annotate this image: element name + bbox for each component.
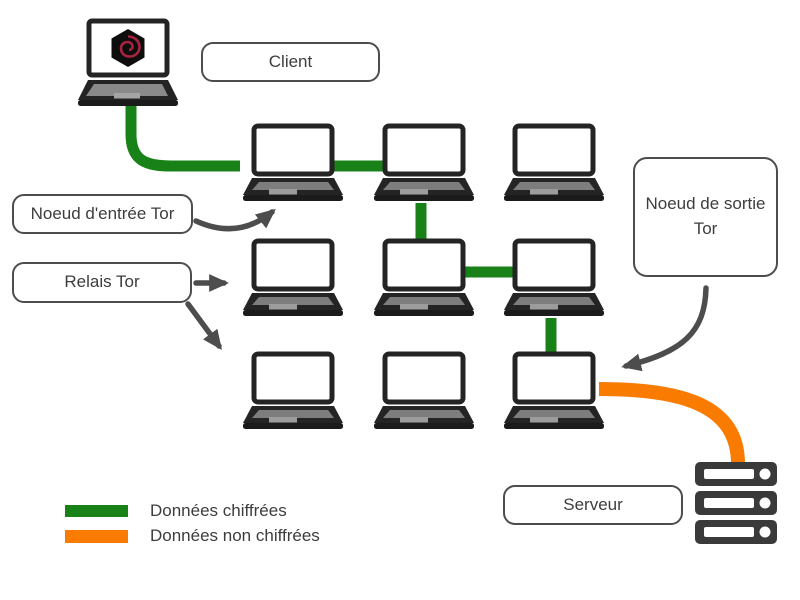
laptop-bottom-middle (368, 351, 474, 431)
server-icon (695, 462, 777, 546)
debian-hexagon-logo-icon (111, 29, 145, 67)
unencrypted-link-exit-to-server (598, 382, 745, 465)
legend-encrypted-label: Données chiffrées (150, 501, 287, 520)
legend-encrypted-swatch (65, 505, 128, 517)
arrow-exit-label-to-laptop (621, 285, 709, 372)
client-label: Client (201, 42, 380, 82)
arrow-relay-label-to-laptop-2 (185, 301, 222, 350)
entry-node-label: Noeud d'entrée Tor (12, 194, 193, 234)
laptop-relay-left (237, 238, 343, 318)
arrow-entry-label-to-laptop (193, 208, 276, 232)
laptop-exit-node (498, 351, 604, 431)
legend-unencrypted-swatch (65, 530, 128, 543)
laptop-entry-node (237, 123, 343, 203)
server-label: Serveur (503, 485, 683, 525)
client-laptop-icon (78, 18, 178, 106)
laptop-relay-right (498, 238, 604, 318)
laptop-relay-middle (368, 238, 474, 318)
exit-node-label: Noeud de sortie Tor (633, 157, 778, 277)
laptop-top-right (498, 123, 604, 203)
legend-unencrypted-label: Données non chiffrées (150, 526, 320, 545)
laptop-relay-top-middle (368, 123, 474, 203)
relay-label: Relais Tor (12, 262, 192, 303)
encrypted-link-client-to-entry (125, 104, 240, 172)
laptop-relay-bottom-left (237, 351, 343, 431)
